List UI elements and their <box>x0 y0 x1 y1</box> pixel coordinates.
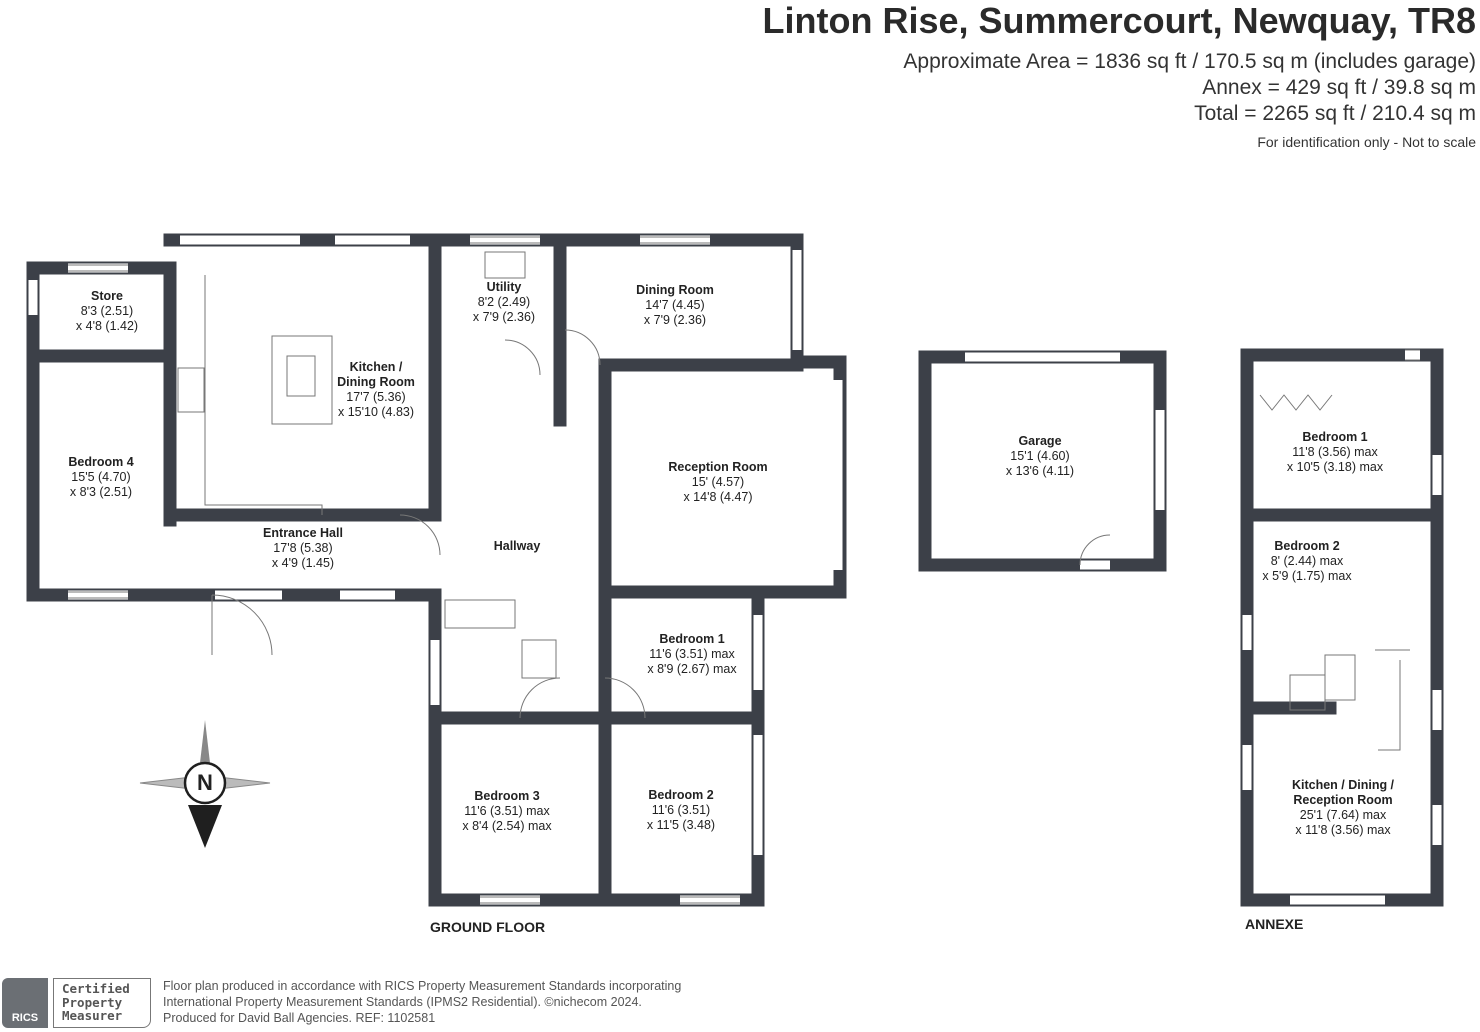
approximate-area: Approximate Area = 1836 sq ft / 170.5 sq… <box>903 50 1476 73</box>
room-hallway: Hallway <box>493 539 541 553</box>
fixtures <box>68 236 1420 904</box>
property-title: Linton Rise, Summercourt, Newquay, TR8 <box>762 0 1476 41</box>
annex-area: Annex = 429 sq ft / 39.8 sq m <box>1202 76 1476 99</box>
footer-text: Floor plan produced in accordance with R… <box>163 979 682 1025</box>
walls <box>26 233 1444 907</box>
annexe-label: ANNEXE <box>1245 916 1304 932</box>
scale-note: For identification only - Not to scale <box>1257 134 1476 150</box>
compass-rose-icon <box>139 720 271 848</box>
openings <box>28 235 1442 905</box>
ground-floor-label: GROUND FLOOR <box>430 919 546 935</box>
total-area: Total = 2265 sq ft / 210.4 sq m <box>1194 102 1476 125</box>
rics-logo: RICS <box>2 978 48 1028</box>
compass-north-label: N <box>197 770 213 795</box>
